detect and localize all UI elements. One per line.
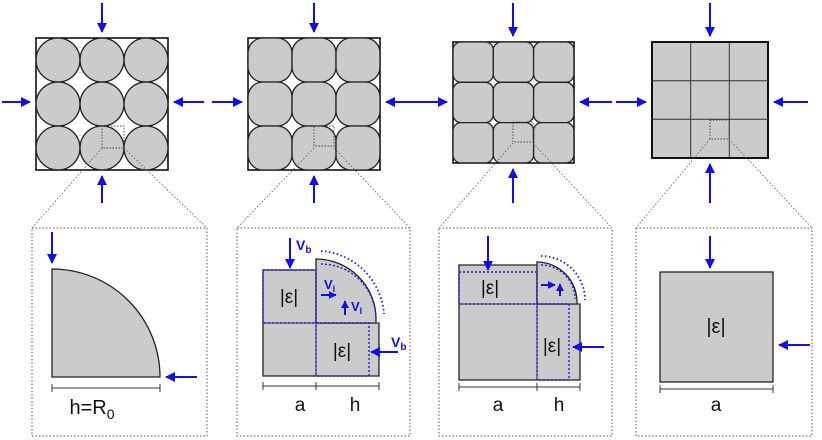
zoom-panel-2: Vb Vb Vl Vl |ε| |ε| a h [236,227,411,437]
quarter-circle [51,268,161,378]
svg-text:Vl: Vl [324,277,335,294]
strain-cell-top [458,271,538,305]
svg-text:Vb: Vb [391,334,406,353]
strain-label-right: |ε| [543,336,561,357]
svg-text:Vl: Vl [351,299,362,316]
stage-2-packing [212,3,416,229]
stage-1-packing [2,3,208,229]
stage-3-packing [416,3,613,229]
label-vb-top: V [296,237,306,253]
unit-cell-marker [313,125,335,147]
unit-cell-marker [512,121,534,143]
unit-cell-marker [709,119,730,140]
strain-label-top: |ε| [481,278,499,299]
zoom-panel-4: |ε| a [635,227,813,437]
label-vb-right: V [391,334,401,350]
circle-particles [35,37,169,171]
strain-cell-right [315,322,370,377]
strain-label-top: |ε| [280,287,298,308]
dimension-label-a: a [295,395,306,416]
rounded-particles-small [452,41,575,164]
dimension-label-h: h [350,395,361,416]
zoom-panel-3: |ε| |ε| a h [438,227,613,437]
label-vl-horizontal: V [324,277,333,292]
label-vl-vertical: V [351,299,360,314]
svg-text:h=R0: h=R0 [69,397,114,422]
zoom-panel-1: h=R0 [31,227,208,437]
fully-dense-cell [659,271,774,383]
dimension-label-a: a [711,395,722,416]
unit-cell-marker [101,125,125,149]
strain-cell-right [536,303,570,381]
dimension-label-h: h [554,395,565,416]
dimension-label-h-r0: h=R [69,397,106,419]
strain-label: |ε| [706,316,725,338]
svg-text:Vb: Vb [296,237,311,256]
dimension-label-a: a [493,395,504,416]
stage-4-packing [616,3,813,229]
strain-label-right: |ε| [333,341,351,362]
strain-cell-top [262,269,317,324]
rounded-particles-large [247,37,381,171]
